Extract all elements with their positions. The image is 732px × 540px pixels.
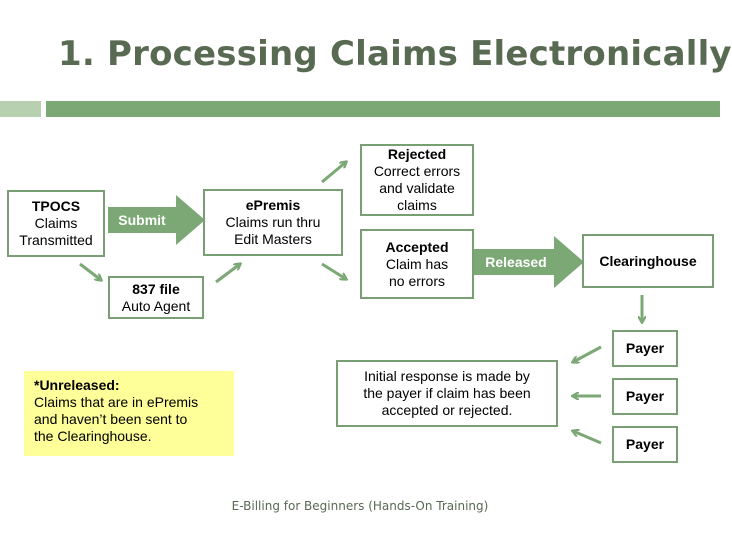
response-line2: the payer if claim has been: [363, 385, 531, 401]
accepted-box: Accepted Claim has no errors: [360, 229, 474, 299]
payer-2-head: Payer: [625, 388, 665, 404]
response-line1: Initial response is made by: [364, 368, 530, 384]
arrow-epremis-to-accepted: [321, 262, 346, 279]
epremis-head: ePremis: [245, 197, 301, 213]
submit-label: Submit: [118, 212, 166, 228]
tpocs-box: TPOCS Claims Transmitted: [7, 190, 105, 257]
epremis-line1: Claims run thru: [225, 214, 321, 230]
clearinghouse-head: Clearinghouse: [599, 252, 697, 269]
note-head: *Unreleased:: [34, 377, 120, 393]
slide-title: 1. Processing Claims Electronically: [58, 34, 732, 74]
header-band-right: [46, 101, 720, 117]
accepted-head: Accepted: [385, 238, 449, 255]
arrow-epremis-to-rejected: [321, 162, 346, 184]
rejected-line1: Correct errors: [373, 163, 461, 179]
rejected-box: Rejected Correct errors and validate cla…: [360, 144, 474, 216]
header-band-left: [0, 101, 41, 117]
rejected-line2: and validate: [379, 180, 455, 196]
response-box: Initial response is made by the payer if…: [336, 360, 558, 427]
epremis-box: ePremis Claims run thru Edit Masters: [203, 189, 343, 256]
payer-1-head: Payer: [625, 340, 665, 356]
accepted-line1: Claim has: [385, 255, 449, 272]
file837-line1: Auto Agent: [121, 297, 191, 314]
tpocs-line2: Transmitted: [19, 232, 93, 248]
note-line1: Claims that are in ePremis: [34, 394, 199, 410]
payer-box-3: Payer: [612, 426, 678, 463]
payer-box-1: Payer: [612, 330, 678, 367]
slide-footer: E-Billing for Beginners (Hands-On Traini…: [231, 499, 489, 513]
note-line2: and haven’t been sent to: [34, 411, 188, 427]
accepted-line2: no errors: [388, 272, 446, 289]
payer-box-2: Payer: [612, 378, 678, 415]
clearinghouse-box: Clearinghouse: [582, 234, 714, 288]
arrow-payer3-to-response: [573, 431, 602, 445]
note-line3: the Clearinghouse.: [34, 428, 152, 444]
arrow-tpocs-to-837: [79, 262, 101, 280]
rejected-line3: claims: [397, 197, 437, 213]
arrow-837-to-epremis: [215, 264, 240, 284]
rejected-head: Rejected: [387, 146, 447, 162]
payer-3-head: Payer: [625, 436, 665, 452]
submit-arrow: [108, 195, 205, 245]
file837-head: 837 file: [132, 280, 180, 297]
file837-box: 837 file Auto Agent: [108, 276, 204, 319]
tpocs-line1: Claims: [34, 215, 78, 231]
arrow-payer1-to-response: [573, 345, 602, 362]
released-arrow: [474, 236, 584, 288]
tpocs-head: TPOCS: [31, 198, 81, 214]
epremis-line2: Edit Masters: [234, 231, 312, 247]
unreleased-note: *Unreleased: Claims that are in ePremis …: [24, 371, 234, 456]
response-line3: accepted or rejected.: [381, 402, 513, 418]
released-label: Released: [485, 254, 547, 270]
